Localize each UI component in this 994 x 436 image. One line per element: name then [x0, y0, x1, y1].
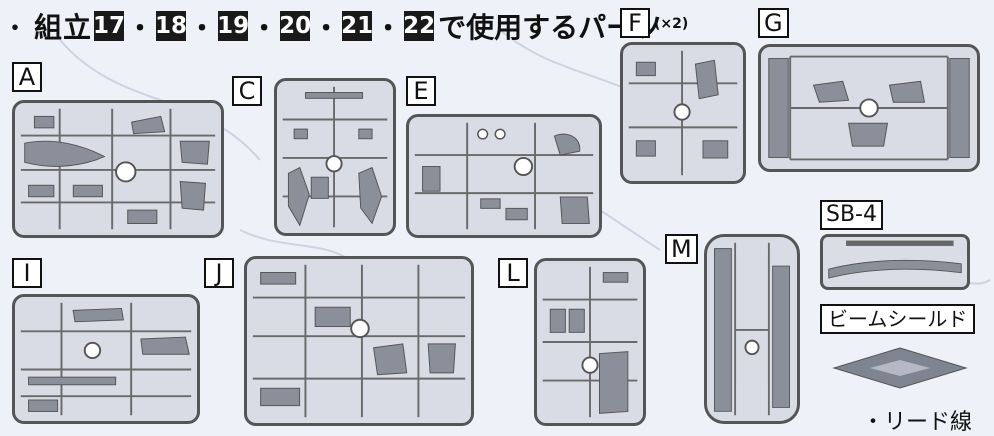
beam-shield-label: ビームシールド — [820, 304, 976, 334]
runner-label-e: E — [406, 76, 436, 106]
runner-label-l: L — [498, 258, 528, 288]
sticker-sheet-sb4-drawing — [828, 240, 962, 279]
sticker-sheet-sb4 — [820, 234, 970, 290]
runner-c — [274, 78, 396, 236]
runner-g — [758, 44, 980, 172]
runner-e — [406, 114, 602, 238]
step-separator: ・ — [313, 13, 340, 44]
step-number: 22 — [403, 11, 436, 41]
step-number: 21 — [341, 11, 374, 41]
runner-label-i: I — [12, 258, 42, 288]
page-header: ・ 組立 17 ・ 18 ・ 19 ・ 20 ・ 21 ・ 22 で使用するパー… — [0, 4, 662, 48]
runner-a — [12, 100, 224, 238]
step-number: 18 — [155, 11, 188, 41]
step-separator: ・ — [189, 13, 216, 44]
runner-label-sb4: SB-4 — [820, 200, 883, 230]
runner-l-drawing — [542, 266, 638, 418]
runner-i — [12, 294, 200, 424]
lead-wire-label: ・リード線 — [862, 410, 973, 435]
runner-j-drawing — [252, 264, 466, 418]
runner-f-multiplier: (×2) — [654, 16, 689, 32]
runner-label-a: A — [12, 62, 42, 92]
runner-a-drawing — [20, 108, 216, 230]
step-separator: ・ — [127, 13, 154, 44]
runner-label-g: G — [758, 8, 789, 38]
runner-f — [620, 42, 746, 184]
beam-shield-part — [832, 347, 968, 389]
runner-label-j: J — [204, 258, 234, 288]
runner-f-drawing — [628, 50, 738, 176]
step-number: 20 — [279, 11, 312, 41]
runner-i-drawing — [20, 302, 192, 416]
runner-e-drawing — [414, 122, 594, 230]
step-number: 19 — [217, 11, 250, 41]
runner-label-c: C — [232, 76, 262, 106]
runner-label-m: M — [665, 234, 698, 264]
runner-m-drawing — [714, 242, 790, 416]
runner-c-drawing — [282, 86, 388, 228]
runner-j — [244, 256, 474, 426]
step-separator: ・ — [251, 13, 278, 44]
step-separator: ・ — [375, 13, 402, 44]
runner-l — [534, 258, 646, 426]
runner-label-f: F — [620, 8, 650, 38]
step-number: 17 — [93, 11, 126, 41]
runner-g-drawing — [768, 55, 970, 161]
header-prefix: 組立 — [34, 11, 93, 44]
header-bullet: ・ — [2, 13, 29, 44]
runner-m — [704, 234, 800, 424]
